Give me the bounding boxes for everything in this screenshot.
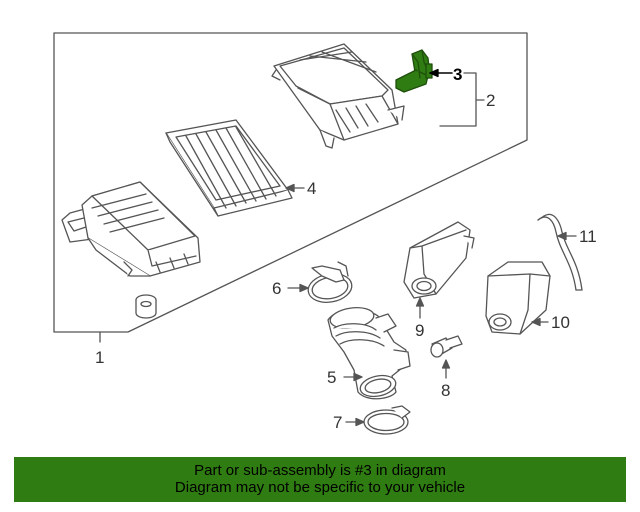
callout-7: 7 bbox=[333, 413, 342, 432]
callout-labels: 1 2 3 4 5 6 7 8 9 10 11 bbox=[95, 65, 597, 432]
callout-4: 4 bbox=[307, 179, 316, 198]
air-filter-element bbox=[165, 119, 293, 217]
resonator bbox=[403, 221, 475, 299]
leader-lines bbox=[99, 68, 577, 427]
intake-hose bbox=[327, 306, 411, 400]
base-grommet bbox=[135, 294, 157, 319]
callout-1: 1 bbox=[95, 348, 104, 367]
callout-3: 3 bbox=[453, 65, 462, 84]
callout-9: 9 bbox=[415, 321, 424, 340]
callout-2: 2 bbox=[486, 91, 495, 110]
upper-housing bbox=[271, 43, 405, 149]
callout-11: 11 bbox=[579, 227, 597, 246]
mass-air-flow-sensor bbox=[395, 49, 433, 93]
callout-6: 6 bbox=[272, 279, 281, 298]
callout-10: 10 bbox=[551, 313, 570, 332]
banner-line-part: Part or sub-assembly is #3 in diagram bbox=[194, 462, 446, 479]
grommet-bolt bbox=[430, 335, 463, 358]
callout-5: 5 bbox=[327, 368, 336, 387]
info-banner: Part or sub-assembly is #3 in diagram Di… bbox=[14, 457, 626, 502]
parts-diagram: 1 2 3 4 5 6 7 8 9 10 11 bbox=[53, 32, 597, 435]
lower-clamp bbox=[363, 405, 411, 435]
callout-8: 8 bbox=[441, 381, 450, 400]
banner-line-disclaimer: Diagram may not be specific to your vehi… bbox=[174, 479, 466, 496]
resonator-chamber bbox=[485, 261, 551, 335]
air-cleaner-lower-housing bbox=[61, 181, 201, 277]
breather-hose bbox=[537, 213, 583, 291]
upper-clamp bbox=[307, 261, 353, 303]
